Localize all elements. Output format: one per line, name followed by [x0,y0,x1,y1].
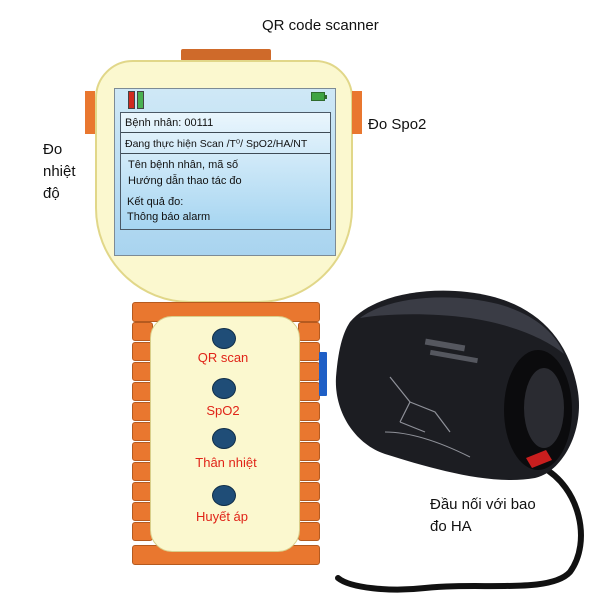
handle-right-grip [298,302,320,565]
patient-id-row: Bệnh nhân: 00111 [121,113,330,133]
spo2-side-button[interactable] [352,91,362,134]
spo2-button[interactable] [212,378,236,399]
qr-scanner-window [181,49,271,61]
handle-left-grip [132,302,153,565]
green-led-icon [137,91,144,109]
spo2-label: Đo Spo2 [368,116,427,133]
result-text: Kết quả đo: [127,196,184,208]
red-led-icon [128,91,135,109]
qr-scan-button[interactable] [212,328,236,349]
temperature-side-button[interactable] [85,91,95,134]
temperature-label: Đo nhiệt độ [43,141,76,202]
blood-pressure-button[interactable] [212,485,236,506]
patient-name-text: Tên bệnh nhân, mã số [128,159,239,171]
battery-icon [311,92,325,101]
blood-pressure-cuff [335,290,584,593]
connector-label: Đầu nối với bao đo HA [430,496,536,535]
temperature-button-label: Thân nhiệt [195,455,257,470]
qr-scanner-label: QR code scanner [262,17,379,34]
side-connector-tab [319,352,327,396]
blood-pressure-button-label: Huyết áp [195,509,249,524]
status-row: Đang thực hiện Scan /T⁰/ SpO2/HA/NT [121,134,330,154]
qr-scan-label: QR scan [197,350,249,365]
screen-display [120,112,331,230]
temperature-button[interactable] [212,428,236,449]
alarm-text: Thông báo alarm [127,211,211,223]
spo2-button-label: SpO2 [206,403,240,418]
battery-tip [325,95,327,99]
guide-text: Hướng dẫn thao tác đo [128,175,242,187]
